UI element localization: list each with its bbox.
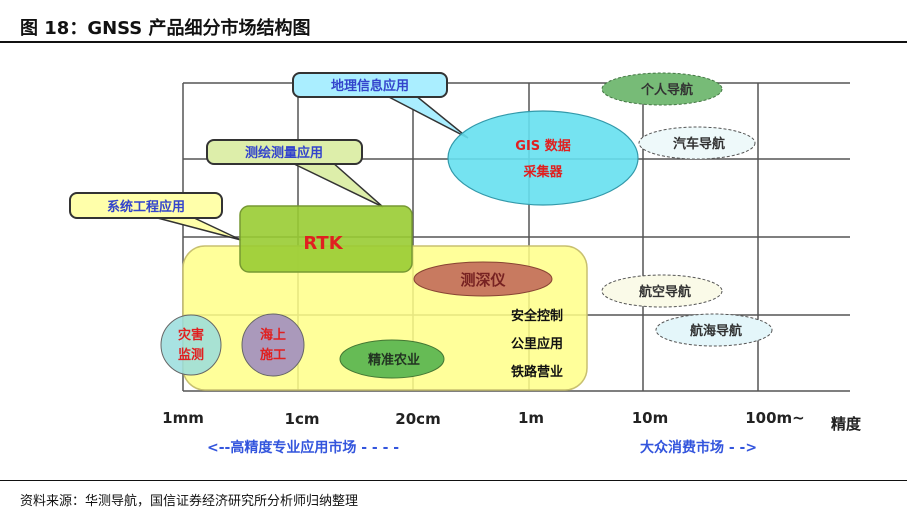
axis-tick: 20cm — [395, 410, 440, 428]
offshore-label-line2: 施工 — [260, 347, 286, 363]
axis-tick: 10m — [632, 409, 669, 427]
geo-info-callout-label: 地理信息应用 — [331, 78, 409, 94]
depth-sounder-label: 测深仪 — [460, 271, 506, 289]
axis-tick: 1m — [518, 409, 544, 427]
figure-title: 图 18：GNSS 产品细分市场结构图 — [20, 18, 311, 39]
title-divider — [0, 41, 907, 43]
axis-label: 精度 — [831, 415, 862, 433]
high-precision-market-label: <--高精度专业应用市场 - - - - — [207, 439, 399, 456]
gis-ellipse — [447, 110, 639, 206]
rtk-box — [239, 205, 413, 273]
axis-tick: 1mm — [162, 409, 204, 427]
axis-tick: 1cm — [285, 410, 320, 428]
marine-nav-label: 航海导航 — [690, 323, 742, 339]
safety-control-label: 安全控制 — [511, 308, 563, 324]
aviation-nav-label: 航空导航 — [639, 284, 691, 300]
survey-callout — [206, 139, 363, 165]
survey-callout-label: 测绘测量应用 — [245, 145, 323, 161]
gis-label-line1: GIS 数据 — [515, 138, 570, 154]
gis-label-line2: 采集器 — [522, 164, 563, 180]
system-eng-callout-label: 系统工程应用 — [107, 199, 185, 215]
aviation-nav-ellipse — [601, 274, 723, 308]
precision-ag-label: 精准农业 — [368, 352, 420, 368]
car-nav-label: 汽车导航 — [673, 136, 725, 152]
consumer-market-label: 大众消费市场 - -> — [640, 439, 757, 456]
precision-ag-ellipse — [339, 339, 445, 379]
system-eng-callout — [69, 192, 223, 219]
railway-label: 铁路营业 — [510, 364, 563, 380]
car-nav-ellipse — [638, 126, 756, 160]
survey-pointer — [289, 161, 384, 208]
offshore-label-line1: 海上 — [260, 327, 286, 343]
rtk-label: RTK — [303, 233, 343, 254]
disaster-monitoring-circle — [160, 314, 222, 376]
disaster-label-line2: 监测 — [178, 347, 204, 363]
offshore-construction-circle — [241, 313, 305, 377]
geo-info-callout — [292, 72, 448, 98]
personal-nav-label: 个人导航 — [640, 82, 693, 98]
source-note: 资料来源：华测导航，国信证券经济研究所分析师归纳整理 — [20, 494, 359, 509]
personal-nav-ellipse — [601, 72, 723, 106]
geo-info-pointer — [384, 94, 469, 139]
disaster-label-line1: 灾害 — [178, 327, 204, 343]
depth-sounder-ellipse — [413, 261, 553, 297]
marine-nav-ellipse — [655, 313, 773, 347]
km-app-label: 公里应用 — [511, 336, 563, 352]
footer-divider — [0, 480, 907, 481]
axis-tick: 100m~ — [745, 409, 805, 427]
